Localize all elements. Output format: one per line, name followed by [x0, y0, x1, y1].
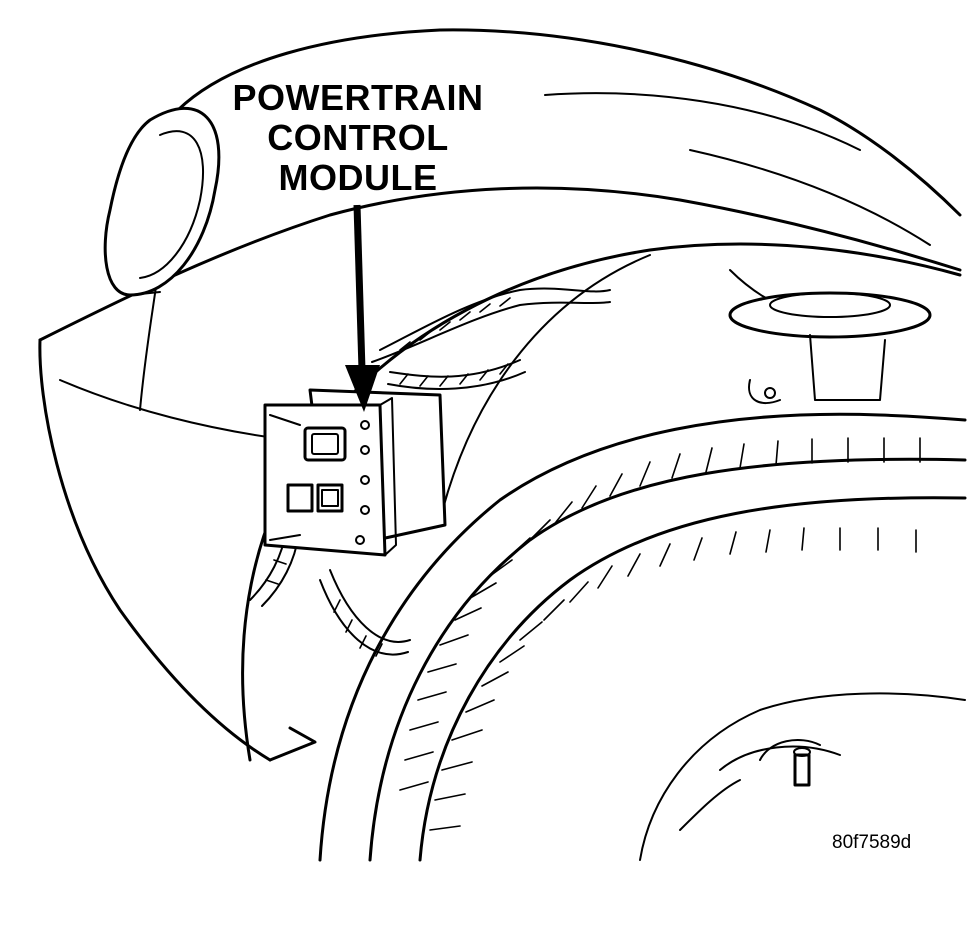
valve-stem — [793, 753, 811, 787]
callout-arrow — [345, 204, 380, 412]
tire — [318, 412, 967, 862]
callout-line-2: CONTROL — [267, 117, 449, 158]
wheel-rim — [679, 739, 841, 831]
pcm-connector-1 — [303, 426, 347, 462]
pcm-connector-2 — [286, 483, 314, 513]
callout-label: POWERTRAIN CONTROL MODULE — [208, 78, 508, 198]
pcm-connector-1-socket — [311, 433, 339, 455]
strut-mount — [728, 291, 932, 405]
pcm-module — [263, 388, 447, 557]
side-mirror — [103, 107, 221, 297]
callout-line-1: POWERTRAIN — [232, 77, 484, 118]
callout-line-3: MODULE — [278, 157, 438, 198]
figure-id: 80f7589d — [832, 832, 912, 853]
